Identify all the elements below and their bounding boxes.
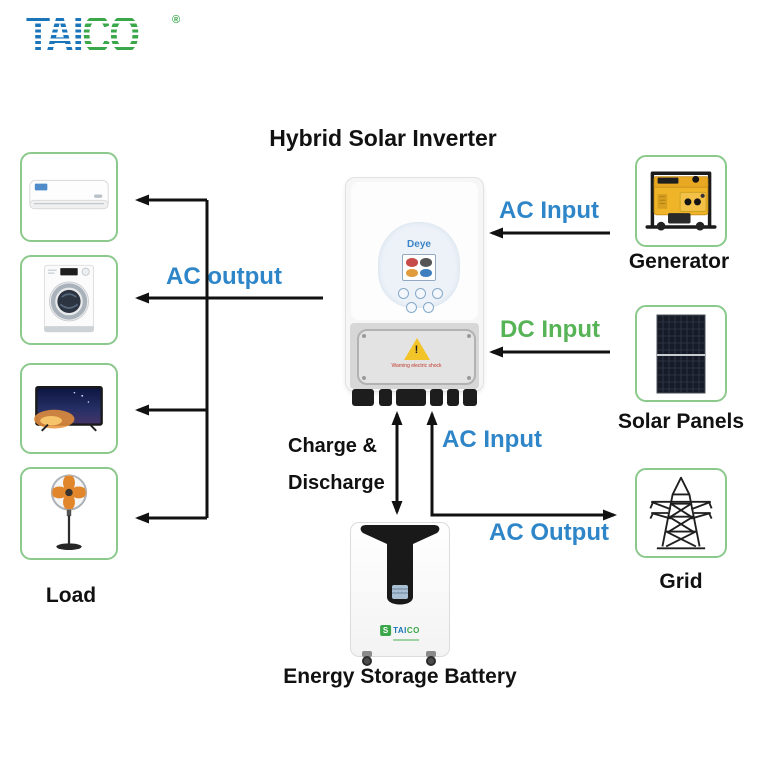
solar-panel-icon — [656, 314, 706, 393]
flow-label-ac-output-grid: AC Output — [489, 519, 609, 546]
inverter-wiring-cover: ! Warning electric shock — [350, 323, 479, 389]
load-box-washing-machine — [20, 255, 118, 345]
washing-machine-icon — [43, 264, 95, 333]
solar-panels-label: Solar Panels — [617, 410, 745, 433]
flow-label-ac-output-load: AC output — [166, 263, 282, 290]
battery-brand-tagline — [393, 639, 420, 641]
grid-tower-icon — [649, 476, 713, 550]
flow-label-discharge: Discharge — [288, 472, 385, 494]
cable-gland — [447, 389, 459, 406]
cable-gland — [396, 389, 426, 406]
cable-gland — [379, 389, 392, 406]
source-box-solar-panels — [635, 305, 727, 402]
battery-brand-logo: S TAICO — [380, 620, 420, 641]
grid-label: Grid — [659, 570, 703, 593]
load-box-tv — [20, 363, 118, 454]
hybrid-inverter-unit: Deye ! Warning electric shock — [345, 177, 484, 406]
flow-label-ac-input-generator: AC Input — [499, 197, 599, 224]
battery-label: Energy Storage Battery — [283, 665, 517, 688]
energy-storage-battery-unit: S TAICO — [350, 522, 450, 666]
generator-icon — [645, 171, 717, 231]
generator-label: Generator — [628, 250, 730, 273]
caster-wheel — [359, 651, 375, 667]
registered-mark: ® — [172, 14, 181, 26]
load-box-fan — [20, 467, 118, 560]
inverter-buttons-lower — [406, 302, 434, 313]
cable-gland — [430, 389, 443, 406]
page-title: Hybrid Solar Inverter — [269, 125, 497, 151]
flow-label-ac-input-grid: AC Input — [442, 426, 542, 453]
air-conditioner-icon — [29, 179, 109, 210]
logo-stripe-overlay — [26, 12, 176, 62]
inverter-warning-text: Warning electric shock — [391, 363, 442, 369]
inverter-front-panel: Deye — [351, 182, 478, 320]
inverter-brand: Deye — [407, 239, 431, 250]
load-box-air-conditioner — [20, 152, 118, 242]
cable-gland — [352, 389, 374, 406]
taico-logo: TAICO ® — [26, 9, 196, 62]
battery-brand-s-icon: S — [380, 625, 392, 636]
caster-wheel — [423, 651, 439, 667]
warning-triangle-icon — [403, 338, 430, 360]
flow-label-charge: Charge & — [288, 435, 377, 457]
cable-gland — [463, 389, 477, 406]
inverter-buttons — [398, 288, 443, 299]
source-box-grid — [635, 468, 727, 558]
inverter-wiring-plate: ! Warning electric shock — [357, 329, 476, 385]
load-label: Load — [45, 584, 97, 607]
source-box-generator — [635, 155, 727, 247]
flow-label-dc-input: DC Input — [500, 316, 600, 343]
tv-icon — [34, 385, 103, 431]
battery-t-design — [360, 525, 440, 605]
inverter-screen — [402, 254, 436, 281]
pedestal-fan-icon — [50, 473, 88, 550]
